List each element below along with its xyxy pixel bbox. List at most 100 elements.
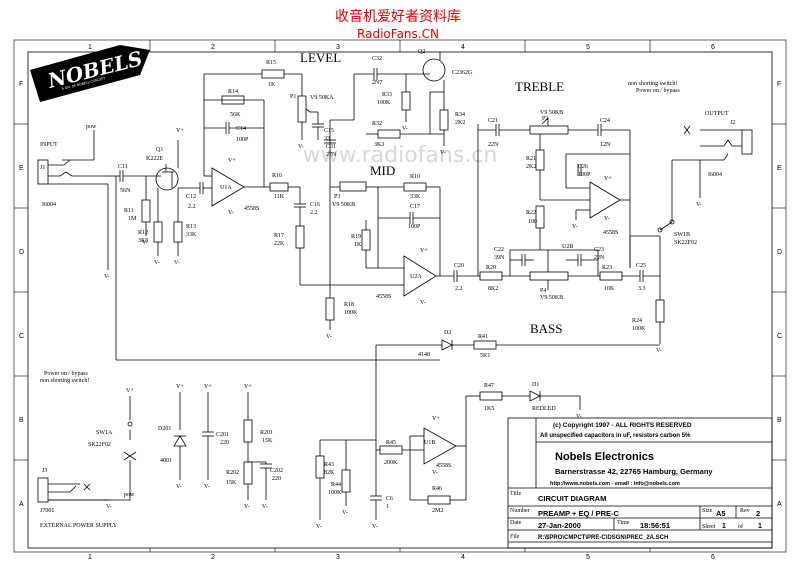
watermark-site: RadioFans.CN (357, 27, 439, 41)
output-title: OUTPUT (705, 111, 729, 117)
label-r23: R23 (602, 265, 612, 271)
value-r44: 100K (328, 490, 342, 496)
label-q1: Q1 (156, 147, 163, 153)
label-p4: P4 (540, 288, 546, 294)
rail-neg: V- (604, 216, 610, 222)
label-r18: R18 (344, 302, 354, 308)
label-u2b: U2B (562, 244, 573, 250)
tb-caps-note: All unspecified capacitors in uF, resist… (540, 433, 691, 439)
value-r21: 2K2 (526, 164, 536, 170)
value-c31: 27N (326, 152, 337, 158)
rail-pos: V+ (604, 176, 612, 182)
value-p4: V9 50KB (540, 295, 563, 301)
tb-date: 27-Jan-2000 (538, 521, 581, 530)
value-c16: 2.2 (310, 210, 318, 216)
value-c12: 2.2 (188, 204, 196, 210)
zone-row-label: F (19, 81, 23, 88)
rail-neg: V- (656, 348, 662, 354)
note-bypass: Power on / bypass (44, 371, 88, 377)
rail-pos: V+ (204, 384, 212, 390)
rail-neg: V- (154, 260, 160, 266)
zone-col-label: 3 (336, 44, 340, 51)
value-r41: 5K1 (480, 353, 490, 359)
value-sw1a: SK22F02 (88, 442, 111, 448)
rail-neg: V- (106, 504, 112, 510)
label-r46: R46 (432, 486, 442, 492)
value-c201: 220 (220, 440, 229, 446)
rail-pos: V+ (126, 388, 134, 394)
label-c201: C201 (216, 432, 229, 438)
label-c17: C17 (410, 204, 420, 210)
rail-neg: V- (316, 524, 322, 530)
input-ref: J1 (40, 165, 45, 171)
label-r20: R20 (486, 265, 496, 271)
value-r32: 3K3 (374, 142, 384, 148)
value-c22: 39N (494, 255, 505, 261)
label-r24: R24 (632, 318, 642, 324)
note-switch: non shorting switch! (628, 81, 677, 87)
value-c202: 220 (272, 476, 281, 482)
power-ref: J3 (42, 468, 47, 474)
value-u1b: 4558S (436, 463, 451, 469)
tb-number-label: Number (510, 508, 530, 514)
label-r32: R32 (372, 121, 382, 127)
zone-col-label: 6 (711, 554, 715, 561)
power-part: J7001 (40, 508, 54, 514)
label-r19: R19 (351, 234, 361, 240)
rail-neg: V- (576, 414, 582, 420)
rail-pos: V+ (176, 128, 184, 134)
tb-time: 18:56:51 (640, 521, 670, 530)
wiring (37, 52, 753, 520)
tb-sheet-label: Sheet (702, 524, 716, 530)
label-d2: D2 (444, 330, 451, 336)
value-r45: 200K (384, 460, 398, 466)
value-r15: 1K (268, 82, 276, 88)
label-p1: P1 (290, 94, 296, 100)
label-c11: C11 (118, 164, 128, 170)
value-c23: 22N (594, 255, 605, 261)
label-r43: R43 (324, 462, 334, 468)
label-p2: P2 (542, 116, 548, 122)
zone-labels: F F E E D D C C B B A A 1 1 2 2 3 3 4 4 … (19, 44, 782, 561)
label-r47: R47 (484, 383, 494, 389)
rail-neg: V- (176, 484, 182, 490)
label-q2: Q2 (418, 49, 425, 55)
note-switch: non shorting switch! (40, 378, 89, 384)
rail-neg: V- (204, 484, 210, 490)
label-u2a: U2A (410, 274, 422, 280)
label-c14: C14 (236, 126, 246, 132)
label-r10: R10 (410, 174, 420, 180)
value-c11: 56N (120, 188, 131, 194)
label-p3: P3 (334, 194, 340, 200)
tb-number: PREAMP + EQ / PRE-C (538, 509, 620, 518)
value-r33: 100K (377, 100, 391, 106)
note-bypass: Power on / bypass (636, 88, 680, 94)
note-ext-power: EXTERNAL POWER SUPPLY (40, 523, 118, 529)
zone-row-label: F (777, 81, 781, 88)
label-r201: R201 (260, 430, 273, 436)
label-c26: C26 (578, 164, 588, 170)
value-r47: 1K5 (484, 406, 494, 412)
zone-col-label: 5 (586, 554, 590, 561)
zone-row-label: A (19, 501, 24, 508)
rail-neg: V- (326, 334, 332, 340)
label-c23: C23 (594, 247, 604, 253)
sheet-frame (13, 39, 787, 553)
value-d2: 4148 (418, 352, 430, 358)
label-c202: C202 (270, 468, 283, 474)
tb-of-label: of (738, 523, 743, 530)
rail-neg: V- (420, 300, 426, 306)
label-c31: C31 (326, 144, 336, 150)
section-level: LEVEL (300, 50, 341, 65)
rail-neg: V- (432, 470, 438, 476)
section-mid: MID (370, 163, 395, 178)
tb-title-label: Title (510, 491, 521, 497)
tb-company: Nobels Electronics (555, 451, 654, 463)
label-r202: R202 (226, 470, 239, 476)
label-sw1b: SW1B (674, 232, 690, 238)
value-r13: 33K (186, 232, 197, 238)
value-r23: 10K (604, 286, 615, 292)
label-r34: R34 (455, 112, 465, 118)
label-c24: C24 (600, 118, 610, 124)
